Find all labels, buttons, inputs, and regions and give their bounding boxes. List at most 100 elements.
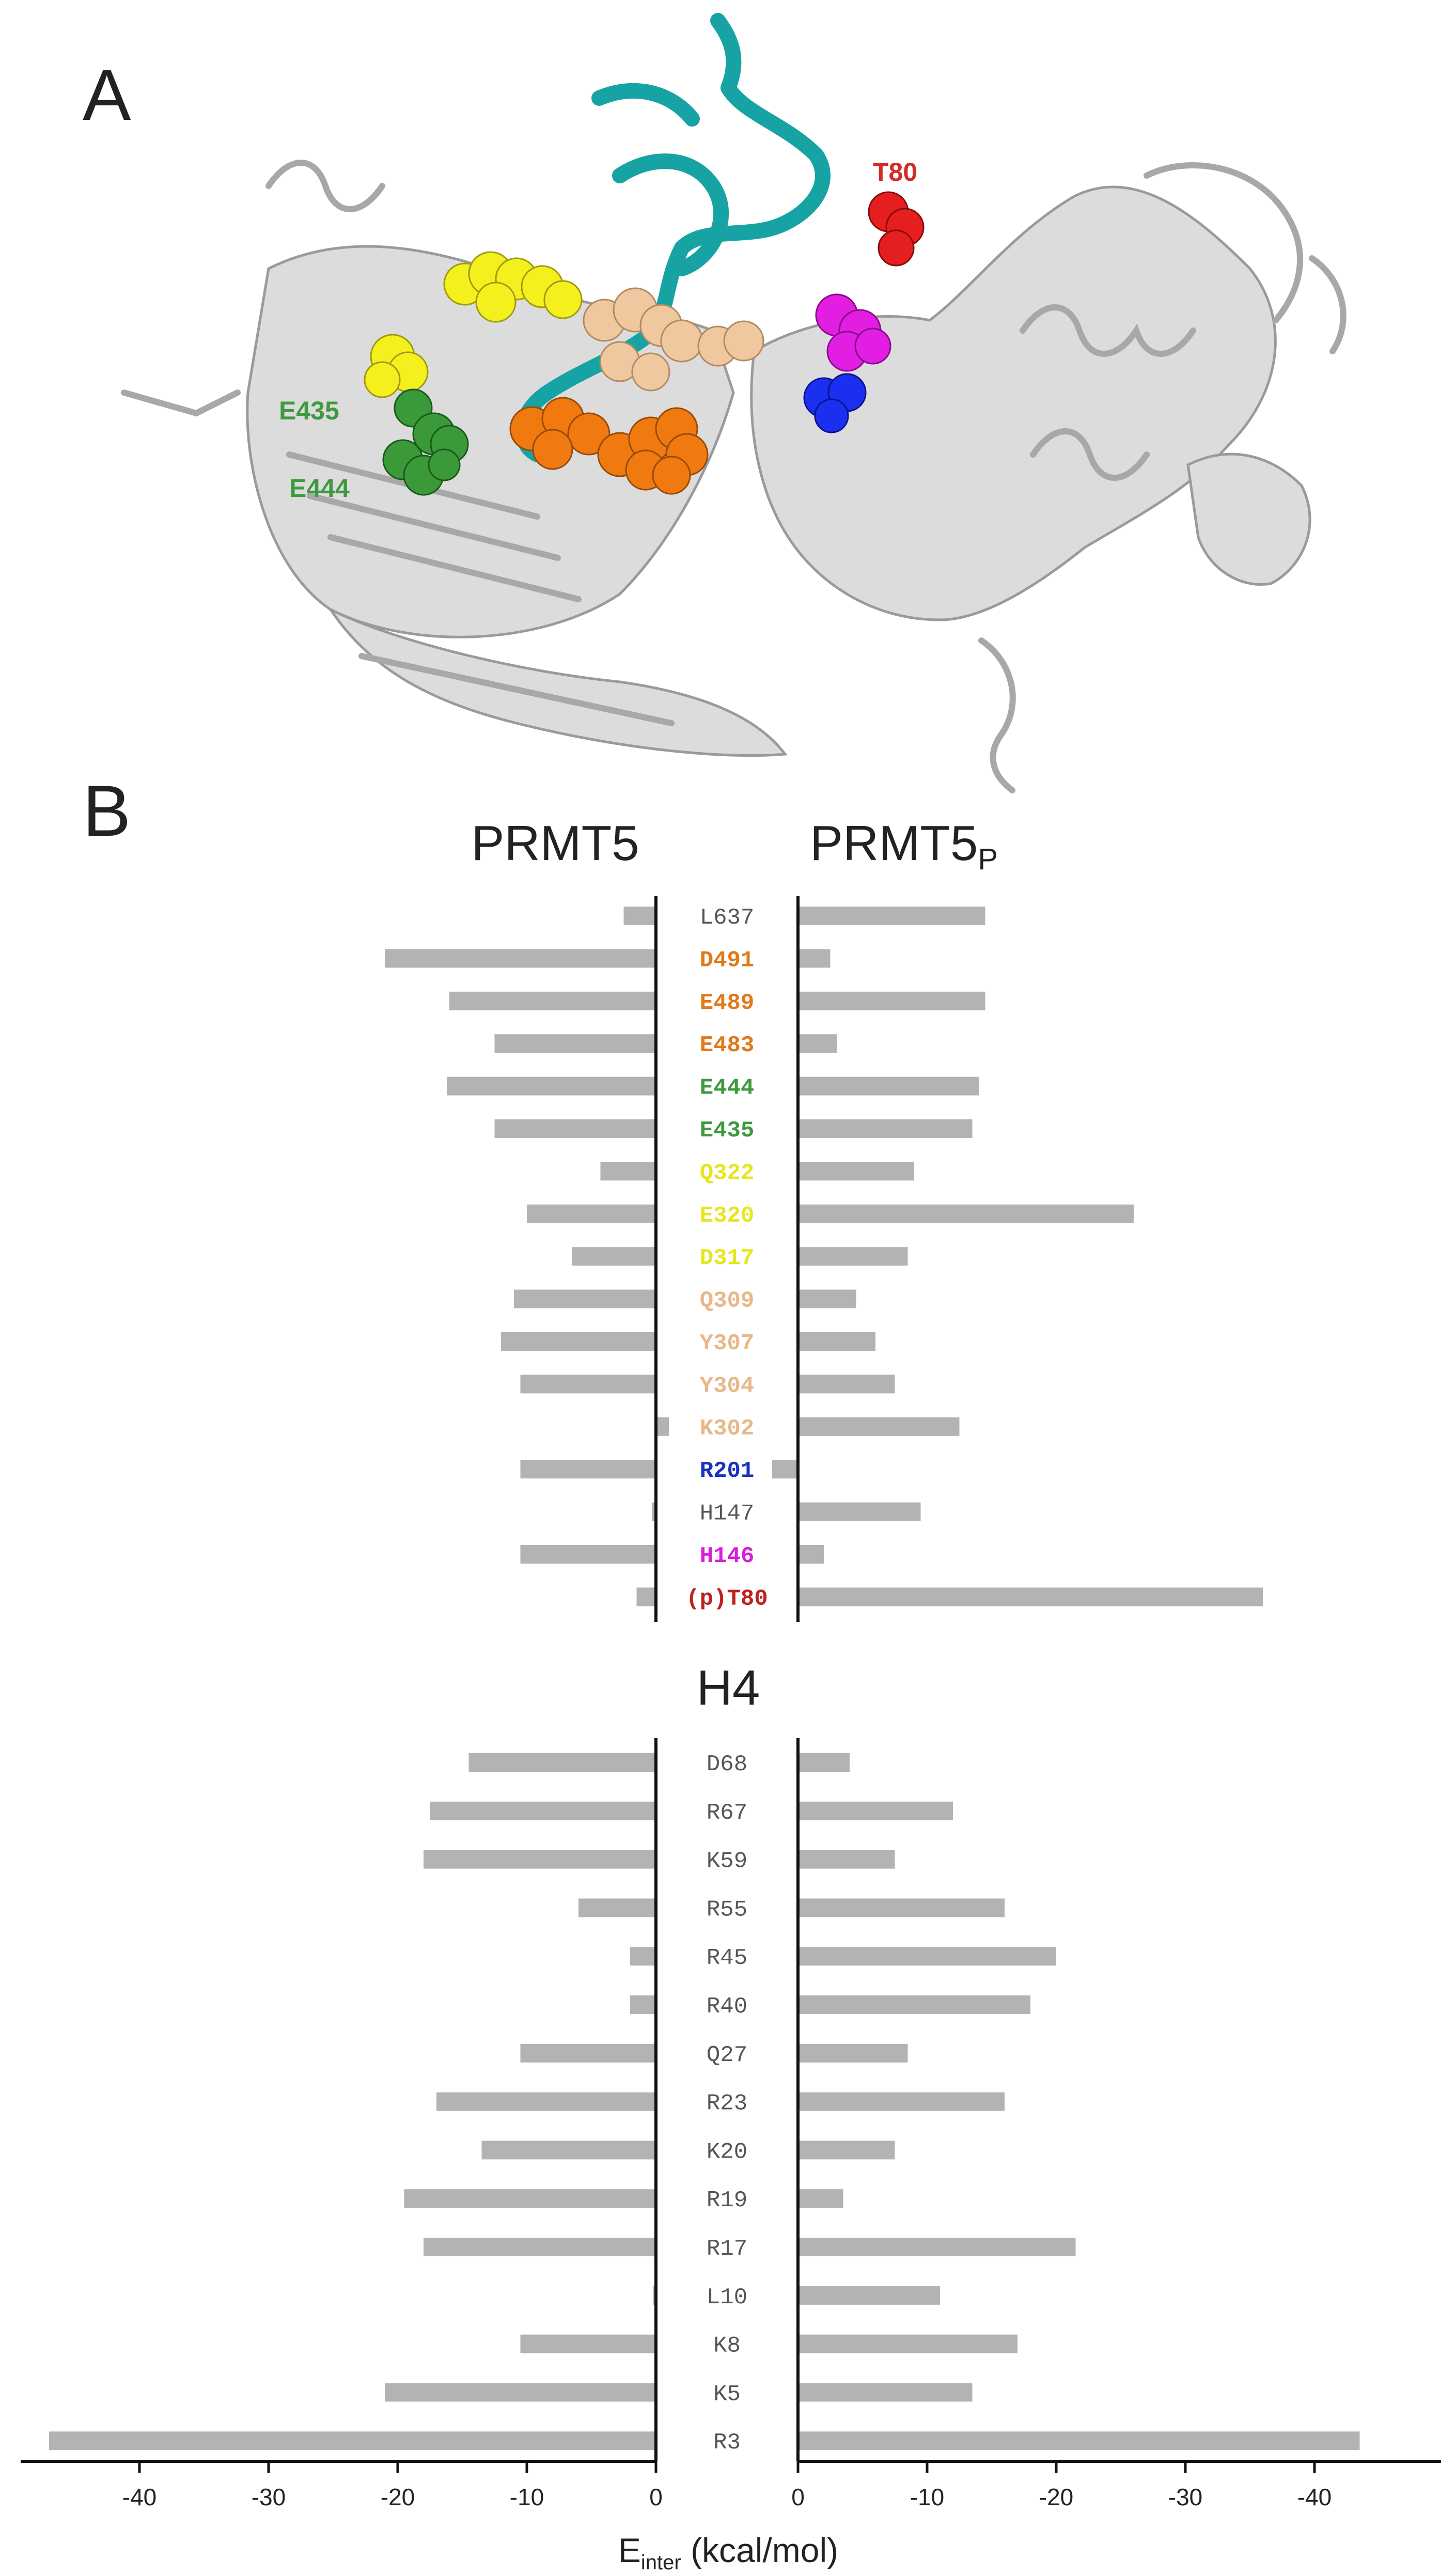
h4-prmt5-bar-k20 (481, 2141, 656, 2160)
top-prmt5p-bar-e483 (798, 1034, 837, 1053)
top-prmt5p-bar-y304 (798, 1375, 895, 1394)
h4-prmt5-bar-k59 (424, 1850, 656, 1869)
top-prmt5-bar-pt80 (636, 1587, 656, 1606)
top-prmt5p-bar-y307 (798, 1332, 875, 1351)
top-residue-label: D317 (700, 1245, 755, 1271)
structure-label-e444: E444 (289, 474, 350, 503)
title-prmt5-p: PRMT5P (810, 816, 998, 876)
top-residue-label: Y304 (700, 1373, 755, 1399)
left-x-tick-label: 0 (649, 2484, 663, 2510)
top-residue-label: E483 (700, 1033, 755, 1058)
top-prmt5-bar-y307 (501, 1332, 656, 1351)
top-residue-label: E444 (700, 1075, 755, 1101)
h4-prmt5p-bar-k8 (798, 2334, 1017, 2353)
top-residue-label: D491 (700, 947, 755, 973)
top-residue-label: R201 (700, 1458, 755, 1484)
h4-prmt5p-bar-k59 (798, 1850, 895, 1869)
h4-prmt5p-bar-r40 (798, 1995, 1030, 2014)
h4-residue-label: R45 (707, 1945, 747, 1971)
right-x-tick-label: -30 (1168, 2484, 1202, 2510)
top-residue-label: E489 (700, 990, 755, 1016)
top-prmt5-bar-h146 (520, 1545, 656, 1564)
h4-prmt5p-bar-r67 (798, 1801, 953, 1820)
panel-label-b: B (83, 770, 131, 851)
structure-label-t80: T80 (873, 158, 917, 186)
sphere-cluster-orange (509, 397, 709, 495)
h4-prmt5p-bar-r19 (798, 2189, 843, 2208)
h4-prmt5-bar-r23 (436, 2092, 656, 2111)
sphere-cluster-magenta (815, 293, 891, 372)
top-prmt5p-bar-l637 (798, 907, 985, 925)
sphere-cluster-green (382, 388, 469, 496)
right-x-tick-label: -20 (1039, 2484, 1073, 2510)
top-prmt5-bar-e483 (494, 1034, 656, 1053)
h4-residue-label: K8 (713, 2333, 741, 2359)
h4-prmt5p-bar-d68 (798, 1753, 850, 1772)
protein-structure-illustration (121, 13, 1347, 793)
h4-residue-label: R19 (707, 2188, 747, 2213)
top-prmt5-bar-d491 (385, 949, 656, 968)
h4-residue-label: R3 (713, 2430, 741, 2456)
top-prmt5-bar-h147 (652, 1502, 656, 1521)
h4-prmt5-bar-r3 (49, 2431, 656, 2451)
top-prmt5-bar-q322 (600, 1162, 656, 1181)
panel-label-a: A (83, 54, 131, 135)
top-residue-label: H146 (700, 1543, 755, 1569)
top-prmt5p-bar-k302 (798, 1417, 960, 1436)
h4-prmt5-bar-r55 (578, 1898, 656, 1917)
top-prmt5p-bar-h146 (798, 1545, 824, 1564)
left-x-tick-label: -40 (122, 2484, 156, 2510)
h4-residue-label: K20 (707, 2139, 747, 2165)
h4-prmt5-bar-k5 (385, 2383, 656, 2402)
h4-prmt5-bar-r40 (630, 1995, 656, 2014)
h4-prmt5-bar-r19 (404, 2189, 656, 2208)
h4-residue-label: R23 (707, 2091, 747, 2117)
top-residue-label: L637 (700, 905, 755, 931)
h4-prmt5p-bar-q27 (798, 2043, 908, 2063)
left-x-tick-label: -30 (252, 2484, 286, 2510)
h4-prmt5p-bar-r23 (798, 2092, 1005, 2111)
h4-prmt5-bar-d68 (468, 1753, 656, 1772)
h4-prmt5-bar-k8 (520, 2334, 656, 2353)
top-prmt5-bar-k302 (656, 1417, 669, 1436)
left-x-tick-label: -10 (510, 2484, 544, 2510)
top-prmt5p-bar-d317 (798, 1247, 908, 1266)
h4-residue-label: R40 (707, 1994, 747, 2020)
right-x-tick-label: -10 (910, 2484, 944, 2510)
h4-residue-label: L10 (707, 2285, 747, 2311)
top-residue-label: (p)T80 (686, 1586, 768, 1612)
title-h4: H4 (697, 1660, 760, 1715)
top-residue-label: E435 (700, 1118, 755, 1144)
top-prmt5p-bar-e444 (798, 1076, 979, 1096)
h4-prmt5-bar-q27 (520, 2043, 656, 2063)
top-residue-label: Y307 (700, 1331, 755, 1356)
top-prmt5-bar-q309 (514, 1289, 656, 1308)
title-prmt5: PRMT5 (471, 816, 639, 871)
h4-residue-label: R17 (707, 2236, 747, 2262)
h4-prmt5p-bar-r55 (798, 1898, 1005, 1917)
sphere-cluster-blue (803, 373, 867, 433)
sphere-cluster-red (868, 191, 925, 267)
top-prmt5p-bar-e489 (798, 991, 985, 1010)
top-prmt5-bar-r201 (520, 1460, 656, 1479)
sphere-cluster-wheat (583, 287, 764, 392)
h4-prmt5p-bar-k20 (798, 2141, 895, 2160)
top-residue-label: K302 (700, 1416, 755, 1442)
top-prmt5-bar-l637 (623, 907, 656, 925)
h4-prmt5-bar-r45 (630, 1947, 656, 1966)
top-prmt5p-bar-h147 (798, 1502, 921, 1521)
top-residue-label: Q322 (700, 1160, 755, 1186)
h4-prmt5p-bar-r45 (798, 1947, 1056, 1966)
h4-prmt5p-bar-r3 (798, 2431, 1360, 2451)
h4-prmt5p-bar-r17 (798, 2238, 1076, 2256)
top-prmt5p-bar-r201 (772, 1460, 798, 1479)
chart-h4-residues: H4D68R67K59R55R45R40Q27R23K20R19R17L10K8… (21, 1660, 1441, 2574)
top-prmt5p-bar-q309 (798, 1289, 856, 1308)
chart-prmt5-residues: PRMT5 PRMT5P L637D491E489E483E444E435Q322E… (385, 816, 1263, 1622)
top-prmt5p-bar-d491 (798, 949, 831, 968)
top-prmt5-bar-d317 (572, 1247, 656, 1266)
top-residue-label: E320 (700, 1203, 755, 1229)
h4-residue-label: R67 (707, 1800, 747, 1826)
right-x-tick-label: -40 (1297, 2484, 1332, 2510)
